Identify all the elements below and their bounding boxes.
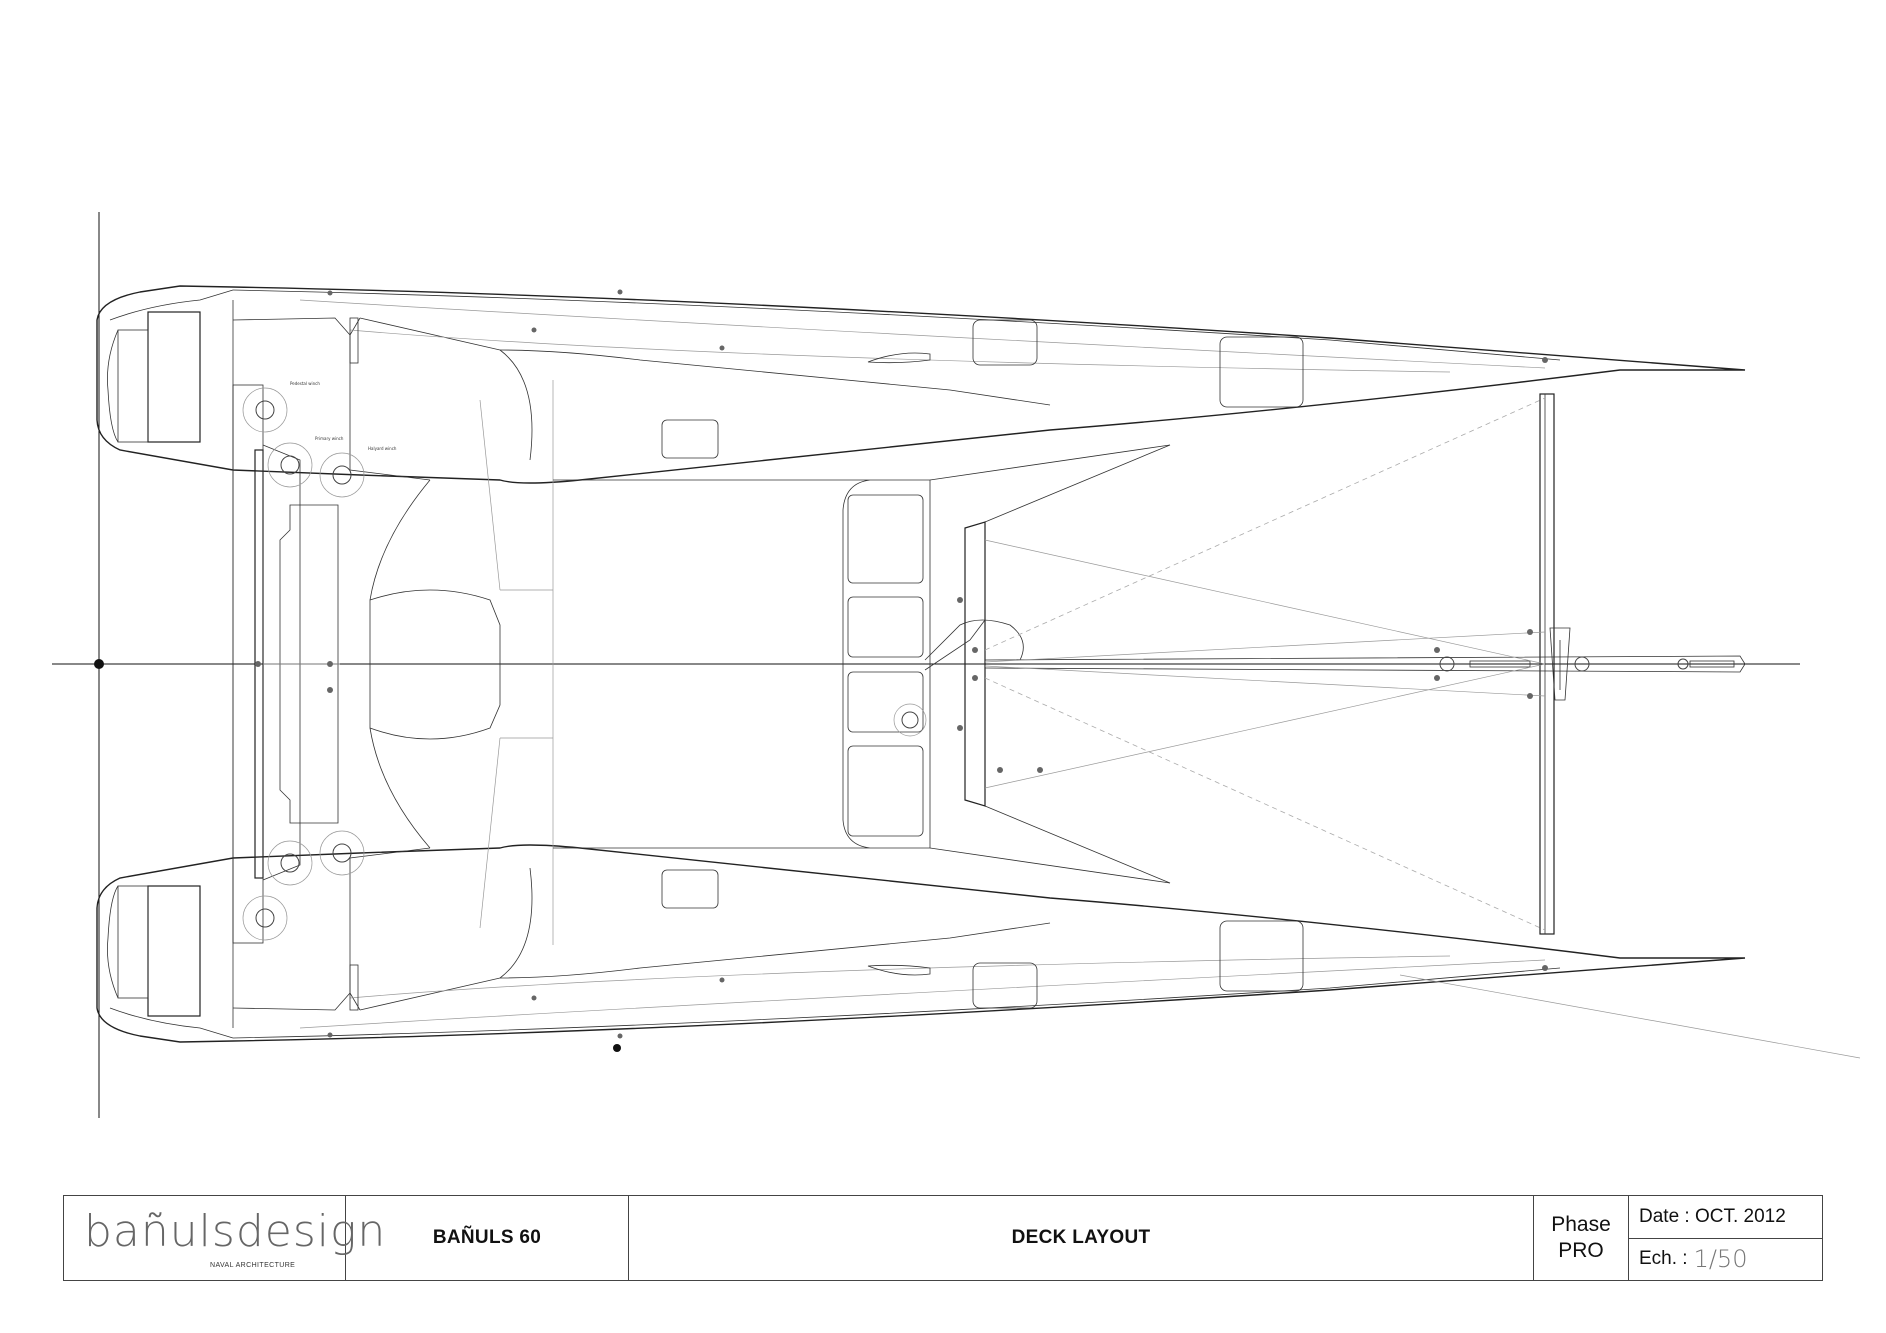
winch-label: Halyard winch <box>368 446 397 451</box>
phase-label: Phase <box>1551 1213 1611 1236</box>
phase-cell: Phase PRO <box>1534 1196 1629 1280</box>
project-name: BAÑULS 60 <box>432 1227 542 1248</box>
logo-wordmark: bañulsdesign <box>84 1206 387 1257</box>
logo-subtitle: NAVAL ARCHITECTURE <box>210 1262 296 1269</box>
reference-marker-icon <box>94 659 104 669</box>
winch-label: Primary winch <box>315 436 344 441</box>
rigging-lines <box>263 397 1861 1059</box>
port-hull <box>96 285 1746 484</box>
company-logo: bañulsdesign NAVAL ARCHITECTURE <box>64 1196 385 1280</box>
deck-fittings <box>255 289 1548 1039</box>
project-cell: BAÑULS 60 <box>346 1196 629 1280</box>
winch-label: Pedestal winch <box>290 381 320 386</box>
forward-beam <box>984 393 1746 935</box>
phase-value: PRO <box>1558 1239 1604 1262</box>
meta-cell: Date : OCT. 2012 Ech. : 1/50 <box>1629 1196 1822 1280</box>
date-row: Date : OCT. 2012 <box>1629 1196 1822 1239</box>
reference-marker-icon <box>613 1044 621 1052</box>
starboard-hull <box>96 844 1746 1043</box>
winches: Pedestal winch Primary winch Halyard win… <box>242 381 927 941</box>
scale-row: Ech. : 1/50 <box>1629 1239 1822 1281</box>
title-block: bañulsdesign NAVAL ARCHITECTURE BAÑULS 6… <box>63 1195 1823 1281</box>
drawing-title: DECK LAYOUT <box>1011 1227 1151 1248</box>
drawing-title-cell: DECK LAYOUT <box>629 1196 1534 1280</box>
coachroof <box>847 444 1171 884</box>
date-text: Date : OCT. 2012 <box>1639 1205 1786 1227</box>
scale-label: Ech. : <box>1639 1248 1688 1270</box>
scale-value: 1/50 <box>1693 1245 1748 1274</box>
